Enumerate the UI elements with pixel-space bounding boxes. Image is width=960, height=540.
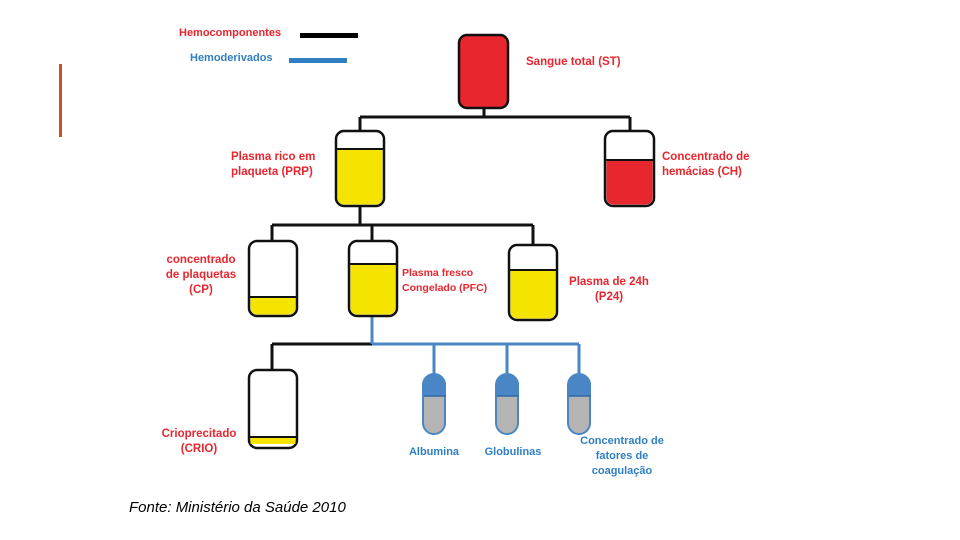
bag-pfc bbox=[347, 239, 399, 318]
bag-crio bbox=[247, 368, 299, 450]
label-pfc: Plasma fresco Congelado (PFC) bbox=[402, 267, 488, 294]
label-albumina: Albumina bbox=[408, 446, 460, 458]
bag-cp bbox=[247, 239, 299, 318]
legend-hemoderivados-label: Hemoderivados bbox=[190, 52, 273, 64]
source-caption: Fonte: Ministério da Saúde 2010 bbox=[129, 499, 346, 516]
label-prp: Plasma rico em plaqueta (PRP) bbox=[231, 151, 316, 178]
vial-fatores bbox=[567, 373, 591, 435]
legend-hemoderivados-swatch bbox=[289, 58, 347, 63]
accent-bar bbox=[59, 64, 62, 137]
bag-sangue-total bbox=[457, 33, 510, 110]
hemocomponent-connectors bbox=[270, 108, 632, 370]
label-cp: concentrado de plaquetas (CP) bbox=[165, 254, 237, 296]
bag-p24 bbox=[507, 243, 559, 322]
legend-hemocomponentes-swatch bbox=[300, 33, 358, 38]
label-ch: Concentrado de hemácias (CH) bbox=[662, 151, 750, 178]
hemoderivative-connectors bbox=[370, 316, 581, 374]
legend-hemocomponentes-label: Hemocomponentes bbox=[179, 27, 282, 39]
label-globulinas: Globulinas bbox=[484, 446, 542, 458]
label-crio: Crioprecitado (CRIO) bbox=[161, 428, 237, 455]
bag-ch bbox=[603, 129, 656, 208]
vial-albumina bbox=[422, 373, 446, 435]
label-sangue-total: Sangue total (ST) bbox=[526, 56, 621, 68]
bag-prp bbox=[334, 129, 386, 208]
vial-globulinas bbox=[495, 373, 519, 435]
label-fatores: Concentrado de fatores de coagulação bbox=[580, 435, 664, 477]
label-p24: Plasma de 24h (P24) bbox=[569, 276, 649, 303]
